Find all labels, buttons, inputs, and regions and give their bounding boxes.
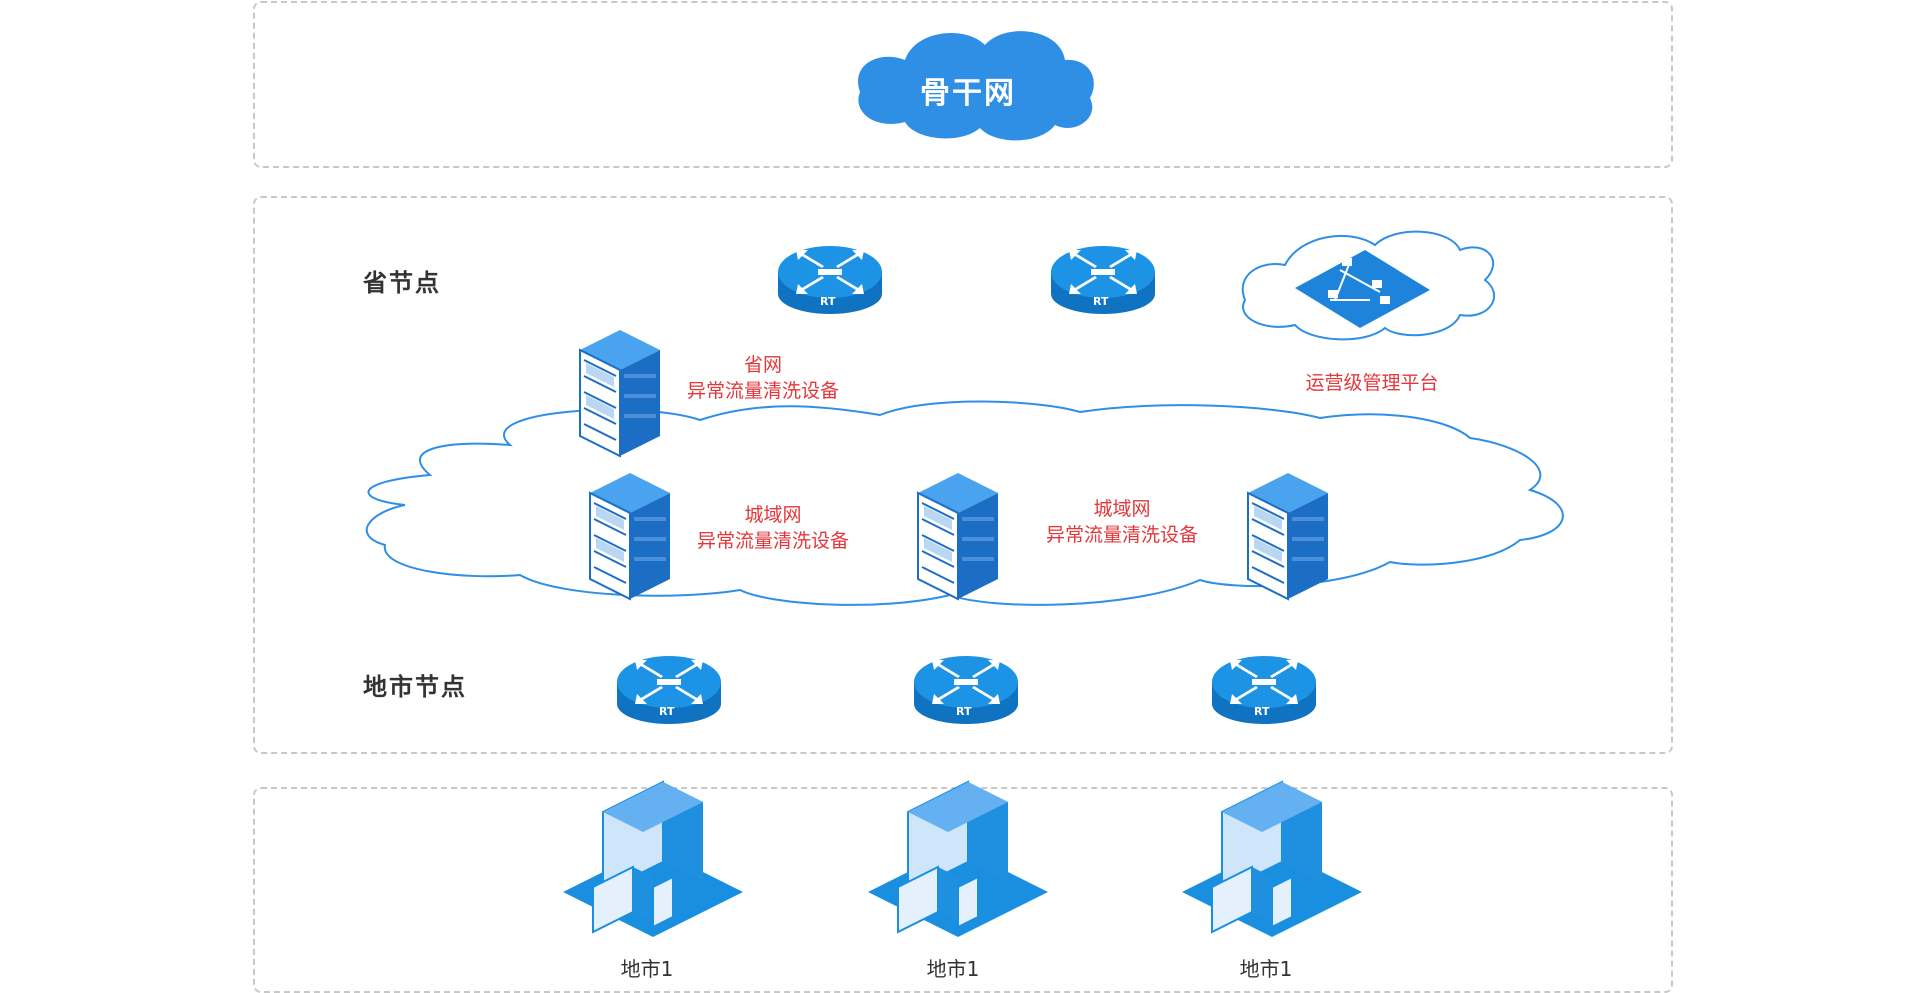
server-icon	[579, 329, 661, 457]
server-icon	[1247, 472, 1329, 600]
router-label: RT	[1254, 705, 1270, 718]
server-icon	[589, 472, 671, 600]
metro-cleaning-label: 城域网 异常流量清洗设备	[1042, 496, 1202, 548]
province-cleaning-label: 省网 异常流量清洗设备	[683, 352, 843, 404]
platform-label: 运营级管理平台	[1305, 372, 1439, 394]
city-node-label: 地市节点	[363, 673, 467, 701]
office-building-icon	[562, 781, 744, 938]
office-building-icon	[867, 781, 1049, 938]
province-node-label: 省节点	[363, 269, 441, 297]
metro-cleaning-label-line2: 异常流量清洗设备	[696, 530, 849, 552]
city-label: 地市1	[1239, 957, 1293, 981]
city-label: 地市1	[926, 957, 980, 981]
office-building-icon	[1181, 781, 1363, 938]
router-label: RT	[820, 295, 836, 308]
metro-cleaning-label-line1: 城域网	[744, 504, 802, 526]
router-label: RT	[659, 705, 675, 718]
backbone-panel	[253, 1, 1673, 168]
province-cleaning-label-line2: 异常流量清洗设备	[686, 380, 839, 402]
router-label: RT	[956, 705, 972, 718]
server-icon	[917, 472, 999, 600]
province-cleaning-label-line1: 省网	[743, 354, 782, 376]
city-label: 地市1	[620, 957, 674, 981]
metro-cleaning-label-line2: 异常流量清洗设备	[1045, 524, 1198, 546]
node-panel	[253, 196, 1673, 754]
metro-cleaning-label: 城域网 异常流量清洗设备	[693, 502, 853, 554]
router-label: RT	[1093, 295, 1109, 308]
metro-cleaning-label-line1: 城域网	[1093, 498, 1151, 520]
backbone-cloud	[858, 31, 1094, 141]
network-platform-icon	[1295, 250, 1430, 328]
backbone-label: 骨干网	[920, 76, 1016, 111]
platform-cloud	[1241, 230, 1496, 341]
